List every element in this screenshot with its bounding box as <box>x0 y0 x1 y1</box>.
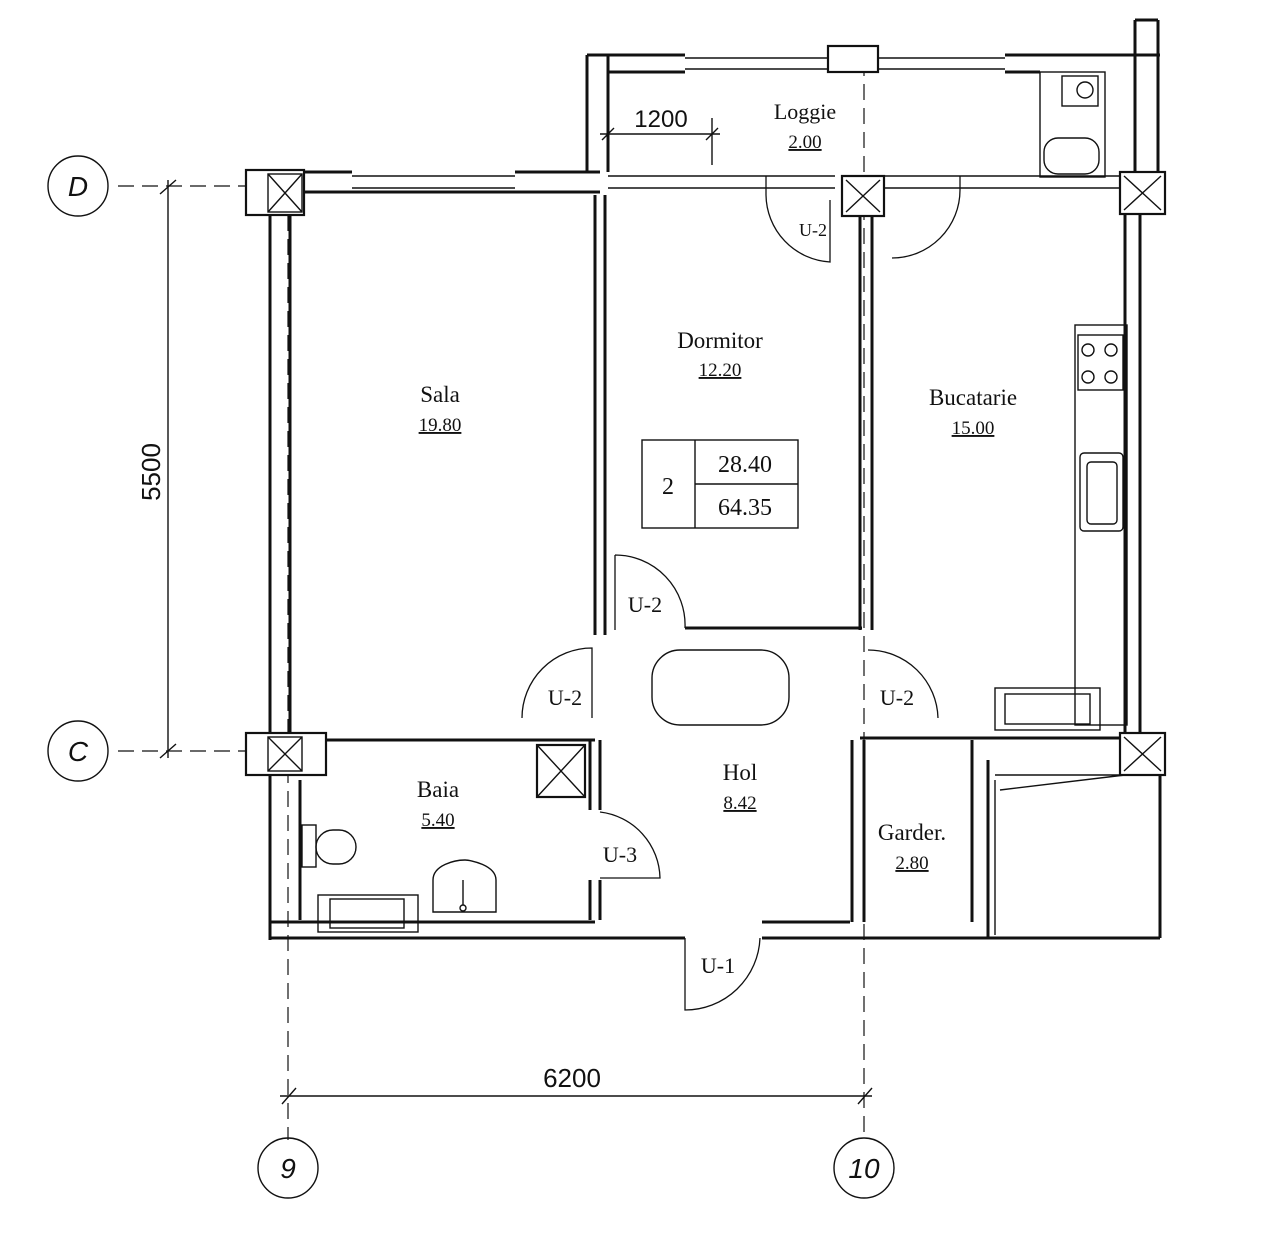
room-area: 19.80 <box>419 415 462 436</box>
door-label-bedroom: U-2 <box>628 592 662 617</box>
column-d10 <box>840 174 886 218</box>
room-area: 5.40 <box>421 810 454 831</box>
axis-markers: D C 9 10 <box>47 155 895 1199</box>
room-name: Garder. <box>878 820 946 845</box>
room-name: Bucatarie <box>929 385 1017 410</box>
total-area: 64.35 <box>718 495 772 521</box>
sink-icon <box>432 859 497 913</box>
room-name: Sala <box>420 382 460 407</box>
room-area: 2.80 <box>895 853 928 874</box>
door-label-kitchen: U-2 <box>880 685 914 710</box>
area-summary-box: 2 28.40 64.35 <box>641 439 799 529</box>
walls <box>268 18 1162 940</box>
svg-text:D: D <box>68 171 88 202</box>
rooms-count: 2 <box>662 474 674 500</box>
room-name: Baia <box>417 777 459 802</box>
svg-text:10: 10 <box>848 1153 880 1184</box>
dimension-value: 1200 <box>634 106 687 133</box>
bathtub-icon <box>317 894 419 933</box>
column-d11 <box>1118 170 1167 216</box>
axis-marker-9: 9 <box>257 1137 319 1199</box>
door-label-bath: U-3 <box>603 842 637 867</box>
room-name: Dormitor <box>677 328 763 353</box>
column-c11 <box>1118 731 1167 777</box>
room-garder: Garder. 2.80 <box>878 820 946 874</box>
dimension-width: 6200 <box>280 1063 873 1105</box>
room-area: 12.20 <box>699 360 742 381</box>
room-hol: Hol 8.42 <box>723 760 758 814</box>
room-name: Loggie <box>774 99 836 124</box>
dimension-value: 5500 <box>136 443 166 501</box>
room-labels: Loggie 2.00 Dormitor 12.20 Sala 19.80 Bu… <box>417 99 1017 874</box>
door-label-loggia: U-2 <box>799 220 827 240</box>
room-dormitor: Dormitor 12.20 <box>677 328 763 381</box>
svg-text:9: 9 <box>280 1153 296 1184</box>
door-label-living: U-2 <box>548 685 582 710</box>
axis-marker-c: C <box>47 720 109 782</box>
column-loggia-top <box>826 44 880 74</box>
column-c9 <box>244 731 328 777</box>
dimension-value: 6200 <box>543 1063 601 1093</box>
svg-text:C: C <box>68 736 89 767</box>
room-bucatarie: Bucatarie 15.00 <box>929 385 1017 439</box>
room-area: 8.42 <box>723 793 756 814</box>
room-baia: Baia 5.40 <box>417 777 459 831</box>
door-label-entrance: U-1 <box>701 953 735 978</box>
axis-marker-d: D <box>47 155 109 217</box>
hall-table-icon <box>651 649 790 726</box>
room-sala: Sala 19.80 <box>419 382 462 436</box>
living-area: 28.40 <box>718 452 772 478</box>
grid-axis-lines <box>118 60 865 1140</box>
room-area: 2.00 <box>788 132 821 153</box>
room-name: Hol <box>723 760 758 785</box>
dimension-height: 5500 <box>136 179 177 759</box>
doors <box>521 176 961 1011</box>
door-labels: U-2 U-2 U-2 U-2 U-3 U-1 <box>548 220 914 978</box>
toilet-icon <box>301 824 357 868</box>
column-d9 <box>244 168 306 217</box>
axis-marker-10: 10 <box>833 1137 895 1199</box>
fixtures <box>301 649 790 933</box>
dimension-loggia-width: 1200 <box>600 106 720 165</box>
columns <box>244 44 1167 799</box>
column-bath <box>535 743 587 799</box>
dimensions: 1200 5500 6200 <box>136 106 873 1105</box>
room-area: 15.00 <box>952 418 995 439</box>
room-loggie: Loggie 2.00 <box>774 99 836 153</box>
